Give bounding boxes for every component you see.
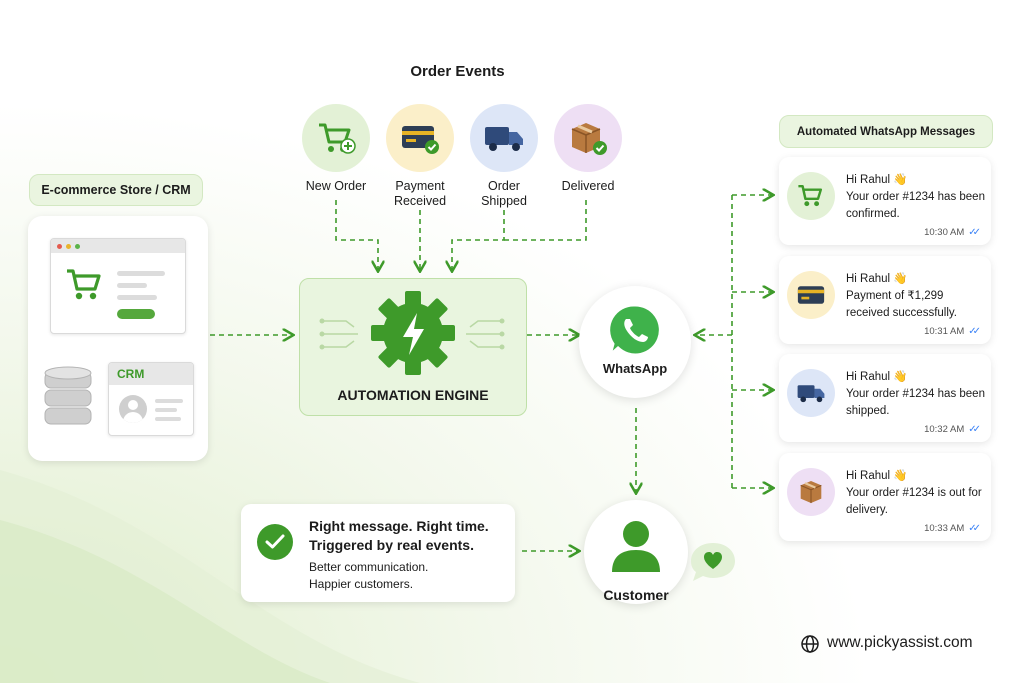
tagline-card: Right message. Right time. Triggered by … xyxy=(241,504,515,602)
message-text: Your order #1234 has been shipped. xyxy=(846,388,985,417)
event-shipped-label: Order Shipped xyxy=(481,179,527,208)
messages-header: Automated WhatsApp Messages xyxy=(779,115,993,148)
message-greeting: Hi Rahul 👋 xyxy=(846,174,908,186)
customer-node xyxy=(584,500,688,604)
source-label: E-commerce Store / CRM xyxy=(29,174,203,206)
event-delivered-icon xyxy=(554,104,622,172)
tagline-sub1: Better communication. xyxy=(309,560,429,574)
message-greeting: Hi Rahul 👋 xyxy=(846,470,908,482)
event-new-order-icon xyxy=(302,104,370,172)
heart-bubble-icon xyxy=(689,541,737,588)
box-icon xyxy=(787,468,835,516)
message-text: Your order #1234 is out for delivery. xyxy=(846,487,982,516)
customer-label: Customer xyxy=(603,587,669,603)
check-circle-icon xyxy=(257,524,293,560)
double-check-icon: ✓✓ xyxy=(968,523,981,534)
website-link[interactable]: www.pickyassist.com xyxy=(827,634,973,651)
automation-engine-label: AUTOMATION ENGINE xyxy=(337,387,489,403)
event-delivered-label: Delivered xyxy=(561,179,615,193)
store-cart-icon xyxy=(67,269,101,300)
cart-icon xyxy=(787,172,835,220)
crm-avatar-icon xyxy=(119,395,147,423)
message-card: Hi Rahul 👋 Your order #1234 has been con… xyxy=(779,157,991,245)
circuit-lines-left xyxy=(319,318,358,350)
whatsapp-icon xyxy=(607,302,662,359)
tagline-line2: Triggered by real events. xyxy=(309,537,474,553)
whatsapp-node: WhatsApp xyxy=(579,286,691,398)
message-time: 10:30 AM xyxy=(924,227,965,238)
double-check-icon: ✓✓ xyxy=(968,227,981,238)
message-card: Hi Rahul 👋 Your order #1234 is out for d… xyxy=(779,453,991,541)
message-card: Hi Rahul 👋 Your order #1234 has been shi… xyxy=(779,354,991,442)
message-time: 10:31 AM xyxy=(924,326,965,337)
message-text: Payment of ₹1,299 received successfully. xyxy=(846,290,957,319)
message-time: 10:32 AM xyxy=(924,424,965,435)
truck-icon xyxy=(787,369,835,417)
event-payment-icon xyxy=(386,104,454,172)
order-events-title: Order Events xyxy=(410,63,505,80)
customer-avatar-icon xyxy=(612,521,660,572)
double-check-icon: ✓✓ xyxy=(968,424,981,435)
event-payment-label: Payment Received xyxy=(393,179,447,208)
tagline-sub2: Happier customers. xyxy=(309,577,414,591)
whatsapp-label: WhatsApp xyxy=(602,360,668,376)
automation-engine-panel: AUTOMATION ENGINE xyxy=(299,278,527,416)
circuit-lines-right xyxy=(466,318,505,350)
gear-lightning-icon xyxy=(371,291,455,375)
message-time: 10:33 AM xyxy=(924,523,965,534)
event-new-order-label: New Order xyxy=(305,179,367,193)
database-icon xyxy=(44,366,92,425)
crm-card: CRM xyxy=(108,362,194,436)
store-browser-window xyxy=(50,238,186,334)
double-check-icon: ✓✓ xyxy=(968,326,981,337)
tagline-line1: Right message. Right time. xyxy=(309,518,489,534)
message-card: Hi Rahul 👋 Payment of ₹1,299 received su… xyxy=(779,256,991,344)
crm-label: CRM xyxy=(109,363,193,385)
message-greeting: Hi Rahul 👋 xyxy=(846,371,908,383)
store-crm-panel: CRM xyxy=(28,216,208,461)
card-icon xyxy=(787,271,835,319)
event-shipped-icon xyxy=(470,104,538,172)
message-greeting: Hi Rahul 👋 xyxy=(846,273,908,285)
globe-icon xyxy=(801,635,819,653)
message-text: Your order #1234 has been confirmed. xyxy=(846,191,985,220)
